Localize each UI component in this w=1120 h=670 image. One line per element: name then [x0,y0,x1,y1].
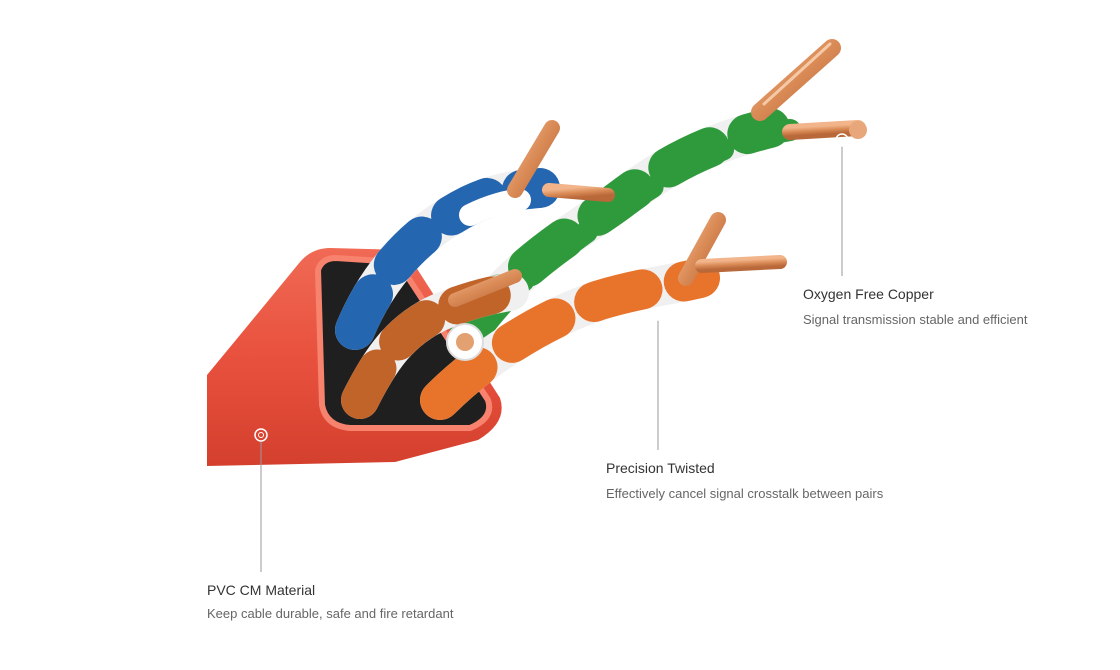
callout-twisted-desc: Effectively cancel signal crosstalk betw… [606,486,884,501]
callout-pvc-desc: Keep cable durable, safe and fire retard… [207,606,454,621]
blue-copper-conductor [507,120,615,202]
marker-twist [651,307,665,321]
brown-copper-conductor [448,269,522,351]
callout-twisted-title: Precision Twisted [606,460,715,476]
callout-copper-title: Oxygen Free Copper [803,286,934,302]
brown-twisted-pair [341,273,529,419]
marker-copper [835,133,849,147]
orange-twisted-pair [420,258,720,420]
green-copper-conductor [751,39,867,140]
orange-copper-conductor [678,212,787,286]
callout-pvc-title: PVC CM Material [207,582,316,598]
callout-copper-desc: Signal transmission stable and efficient [803,312,1028,327]
marker-jacket [254,428,268,442]
